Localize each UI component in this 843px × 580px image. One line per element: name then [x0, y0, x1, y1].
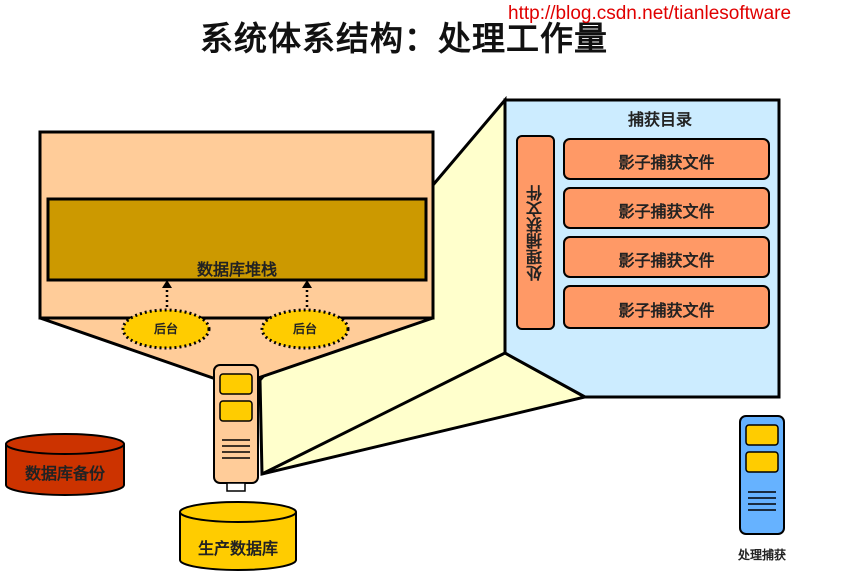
process-capture-label: 处理捕获: [737, 548, 786, 562]
backup-database-cylinder: [5, 433, 125, 496]
shadow-file-box-2: [563, 187, 770, 229]
shadow-file-label-2: 影子捕获文件: [618, 202, 715, 221]
production-database-label: 生产数据库: [197, 539, 278, 558]
shadow-file-box-3: [563, 236, 770, 278]
background-process-label-1: 后台: [153, 322, 178, 336]
capture-server: [739, 415, 785, 535]
background-process-1: [121, 308, 211, 350]
arrowhead-1: [162, 280, 172, 288]
shadow-file-box-4: [563, 285, 770, 329]
production-database-cylinder: [179, 501, 297, 571]
capture-directory-title: 捕获目录: [627, 110, 692, 129]
database-stack-bar: [46, 197, 428, 282]
background-process-label-2: 后台: [292, 322, 317, 336]
process-capture-file-box: [516, 135, 555, 330]
arrowhead-2: [302, 280, 312, 288]
production-server: [213, 364, 259, 492]
shadow-file-box-1: [563, 138, 770, 180]
shadow-file-label-3: 影子捕获文件: [618, 251, 715, 270]
database-stack-label: 数据库堆栈: [196, 260, 277, 279]
shadow-file-label-1: 影子捕获文件: [618, 153, 715, 172]
cone-edge: [261, 351, 506, 476]
watermark-url: http://blog.csdn.net/tianlesoftware: [508, 3, 792, 24]
background-process-2: [260, 308, 350, 350]
backup-database-label: 数据库备份: [24, 464, 105, 483]
shadow-file-label-4: 影子捕获文件: [618, 301, 715, 320]
process-capture-file-label: 处理捕获文件: [526, 185, 545, 281]
page-title: 系统体系结构：处理工作量: [200, 19, 608, 58]
